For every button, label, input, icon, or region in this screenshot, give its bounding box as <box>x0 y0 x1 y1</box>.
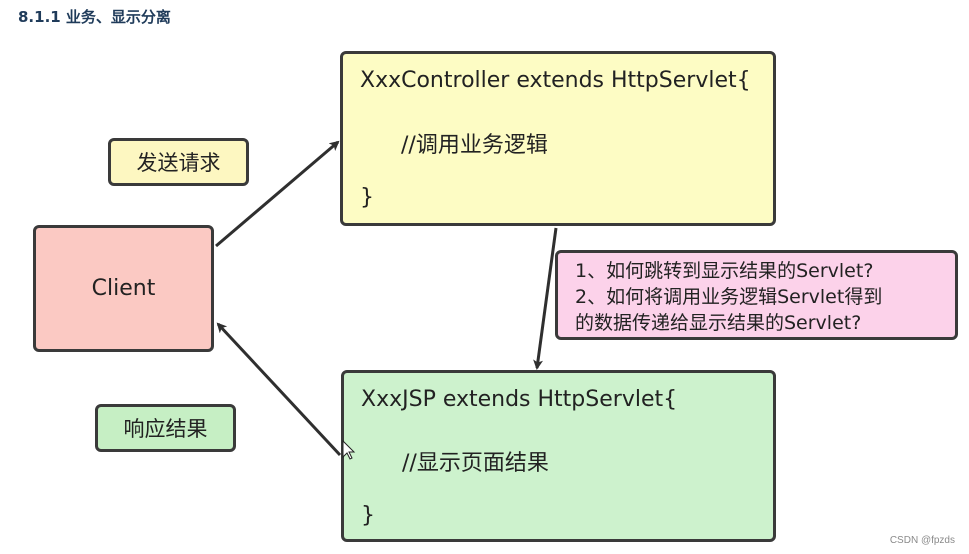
controller-closing-brace: } <box>360 185 374 210</box>
question-line: 2、如何将调用业务逻辑Servlet得到 <box>575 286 883 308</box>
watermark: CSDN @fpzds <box>889 535 955 546</box>
response-arrow <box>216 322 342 457</box>
send-request-label-box: 发送请求 <box>108 138 249 186</box>
send-request-label: 发送请求 <box>136 151 221 175</box>
questions-note: 1、如何跳转到显示结果的Servlet? 2、如何将调用业务逻辑Servlet得… <box>555 250 958 340</box>
response-result-label-box: 响应结果 <box>95 404 236 452</box>
response-result-label: 响应结果 <box>123 417 208 441</box>
client-node: Client <box>33 225 214 352</box>
controller-class-line: XxxController extends HttpServlet{ <box>360 68 751 93</box>
jsp-class-line: XxxJSP extends HttpServlet{ <box>361 387 678 412</box>
controller-comment-line: //调用业务逻辑 <box>401 133 548 158</box>
jsp-comment-line: //显示页面结果 <box>402 451 549 476</box>
jsp-closing-brace: } <box>361 503 375 528</box>
section-heading: 8.1.1 业务、显示分离 <box>18 8 171 26</box>
question-line: 的数据传递给显示结果的Servlet? <box>575 312 862 334</box>
controller-servlet-node: XxxController extends HttpServlet{ //调用业… <box>340 51 776 226</box>
client-label: Client <box>91 276 156 301</box>
question-line: 1、如何跳转到显示结果的Servlet? <box>575 260 874 282</box>
forward-arrow <box>533 227 558 370</box>
jsp-servlet-node: XxxJSP extends HttpServlet{ //显示页面结果 } <box>341 370 776 542</box>
